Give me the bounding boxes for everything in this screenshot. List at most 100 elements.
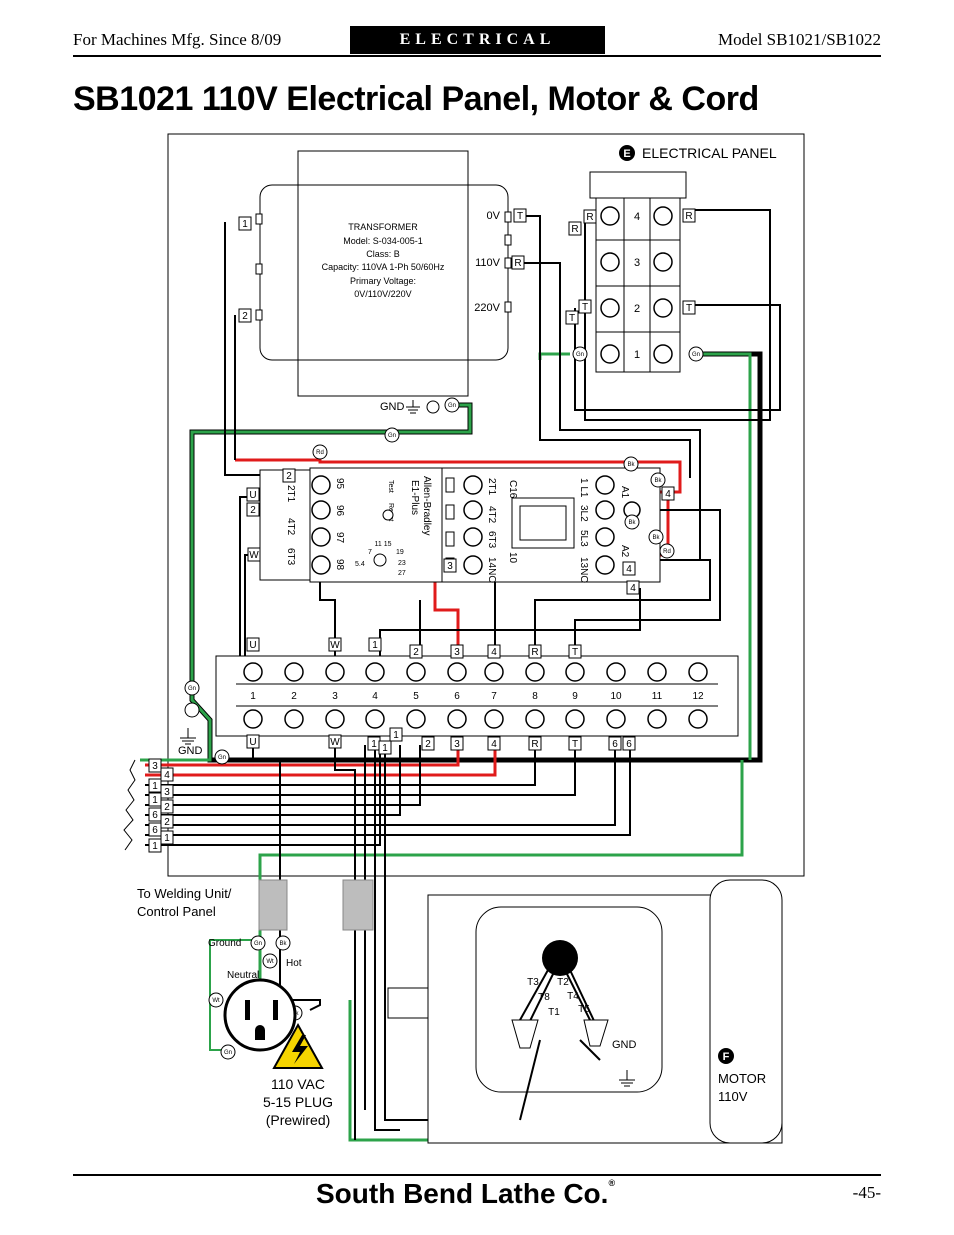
cord-break-icon bbox=[123, 759, 136, 851]
wire-id-flag bbox=[148, 822, 162, 837]
small-terminal-block bbox=[595, 197, 681, 373]
strip-num-11: 11 bbox=[652, 691, 663, 702]
wire-id-flag bbox=[487, 736, 501, 751]
wire-id-text: 6 bbox=[152, 825, 158, 836]
wire-id-flag bbox=[568, 736, 582, 751]
contactor-term-l1: 1 L1 bbox=[578, 478, 589, 498]
relay-test-label: Test bbox=[387, 480, 394, 493]
small-block-label-4: 4 bbox=[634, 211, 640, 223]
wire-id-flag bbox=[246, 637, 260, 652]
wire-id-text: U bbox=[249, 490, 256, 501]
motor-callout-badge bbox=[718, 1048, 734, 1064]
wire-id-flag bbox=[443, 558, 457, 573]
wire-id-flag bbox=[682, 300, 696, 315]
motor-shaft bbox=[387, 987, 429, 1019]
wire-id-flag bbox=[568, 221, 582, 236]
cord-sleeve-plug bbox=[258, 879, 288, 931]
gnd-label-top: GND bbox=[380, 401, 405, 413]
wire-id-flag bbox=[160, 767, 174, 782]
wire-id-text: T bbox=[572, 647, 578, 658]
strip-num-4: 4 bbox=[372, 691, 378, 702]
motor-grommet bbox=[542, 940, 578, 976]
wire-id-text: 2 bbox=[413, 647, 419, 658]
contactor-screws bbox=[463, 475, 641, 575]
strip-num-6: 6 bbox=[454, 691, 460, 702]
lightning-icon bbox=[292, 1035, 308, 1064]
gnd-label-strip: GND bbox=[178, 745, 203, 757]
motor-endcap bbox=[709, 879, 783, 1144]
wire-id-flag bbox=[368, 637, 382, 652]
contactor-term-14no: 14NO bbox=[486, 557, 497, 583]
wire-id-flag bbox=[578, 299, 592, 314]
plug-label-1: 110 VAC bbox=[271, 1076, 325, 1092]
wire-id-flag bbox=[487, 644, 501, 659]
page-title: SB1021 110V Electrical Panel, Motor & Co… bbox=[73, 80, 759, 118]
svg-text:Gn: Gn bbox=[218, 755, 226, 761]
ground-icon-strip bbox=[180, 728, 196, 745]
wire-id-text: T bbox=[517, 211, 523, 222]
plug-ground-label: Ground bbox=[208, 938, 241, 949]
tap-110v: 110V bbox=[475, 257, 501, 269]
coil-term-a1: A1 bbox=[619, 486, 630, 499]
wire-id-flag bbox=[160, 830, 174, 845]
strip-num-8: 8 bbox=[532, 691, 538, 702]
wire-id-text: 2 bbox=[164, 817, 170, 828]
wire-id-flag bbox=[282, 468, 296, 483]
plug-label-2: 5-15 PLUG bbox=[263, 1094, 333, 1110]
reset-button-icon bbox=[382, 509, 394, 521]
cord-sleeve-motor bbox=[342, 879, 374, 931]
wire-id-text: 4 bbox=[491, 739, 497, 750]
strip-num-10: 10 bbox=[610, 691, 622, 702]
wire-id-text: 1 bbox=[371, 739, 377, 750]
tap-0v: 0V bbox=[487, 210, 501, 222]
plug-label-3: (Prewired) bbox=[266, 1112, 331, 1128]
wire-id-flag bbox=[450, 736, 464, 751]
transformer-line-4: Capacity: 110VA 1-Ph 50/60Hz bbox=[322, 262, 445, 272]
svg-text:Wt: Wt bbox=[212, 998, 220, 1004]
wire-id-flag bbox=[409, 644, 423, 659]
coil-term-a2: A2 bbox=[619, 545, 630, 558]
contactor-term-6t3: 6T3 bbox=[486, 531, 497, 549]
panel-enclosure bbox=[167, 133, 805, 877]
motor-leads bbox=[519, 969, 601, 1121]
plug-ground-pin bbox=[255, 1025, 265, 1040]
wire-id-text: 4 bbox=[626, 564, 632, 575]
strip-num-3: 3 bbox=[332, 691, 338, 702]
wire-nut-right bbox=[583, 1019, 609, 1047]
dial-label-19: 19 bbox=[396, 549, 404, 556]
wire-id-text: W bbox=[330, 640, 340, 651]
plug-blade-left bbox=[245, 1000, 250, 1020]
motor-term-t5: T5 bbox=[578, 1004, 590, 1015]
wire-id-flag bbox=[568, 644, 582, 659]
wire-id-text: 4 bbox=[164, 770, 170, 781]
wire-id-flag bbox=[160, 784, 174, 799]
dial-label-5-4: 5.4 bbox=[355, 561, 365, 568]
wire-id-flag bbox=[246, 734, 260, 749]
transformer-line-5: Primary Voltage: bbox=[350, 276, 416, 286]
svg-text:Gn: Gn bbox=[388, 433, 396, 439]
contactor-term-5l3: 5L3 bbox=[578, 530, 589, 547]
transformer-tabs bbox=[255, 211, 512, 321]
plug-blade-right bbox=[273, 1000, 278, 1020]
relay-term-97: 97 bbox=[334, 532, 345, 544]
wire-id-flag bbox=[421, 736, 435, 751]
header-left: For Machines Mfg. Since 8/09 bbox=[73, 30, 282, 49]
dial-label-top: 11 15 bbox=[375, 541, 392, 548]
contactor-term-13no: 13NO bbox=[578, 557, 589, 583]
strip-num-2: 2 bbox=[291, 691, 297, 702]
contactor-term-4t2: 4T2 bbox=[486, 506, 497, 524]
plug-neutral-label: Neutral bbox=[227, 970, 259, 981]
wire-id-text: R bbox=[685, 211, 692, 222]
wire-id-flag bbox=[511, 255, 525, 270]
header-section-band: ELECTRICAL bbox=[350, 26, 605, 54]
wire-id-flag bbox=[246, 487, 260, 502]
wire-id-text: 2 bbox=[242, 311, 248, 322]
dial-label-7: 7 bbox=[368, 549, 372, 556]
svg-text:Gn: Gn bbox=[224, 1050, 232, 1056]
wire-id-flag bbox=[622, 561, 636, 576]
ground-screw-strip bbox=[184, 702, 200, 718]
wire-id-text: R bbox=[571, 224, 578, 235]
ol-term-4t2: 4T2 bbox=[285, 518, 296, 536]
